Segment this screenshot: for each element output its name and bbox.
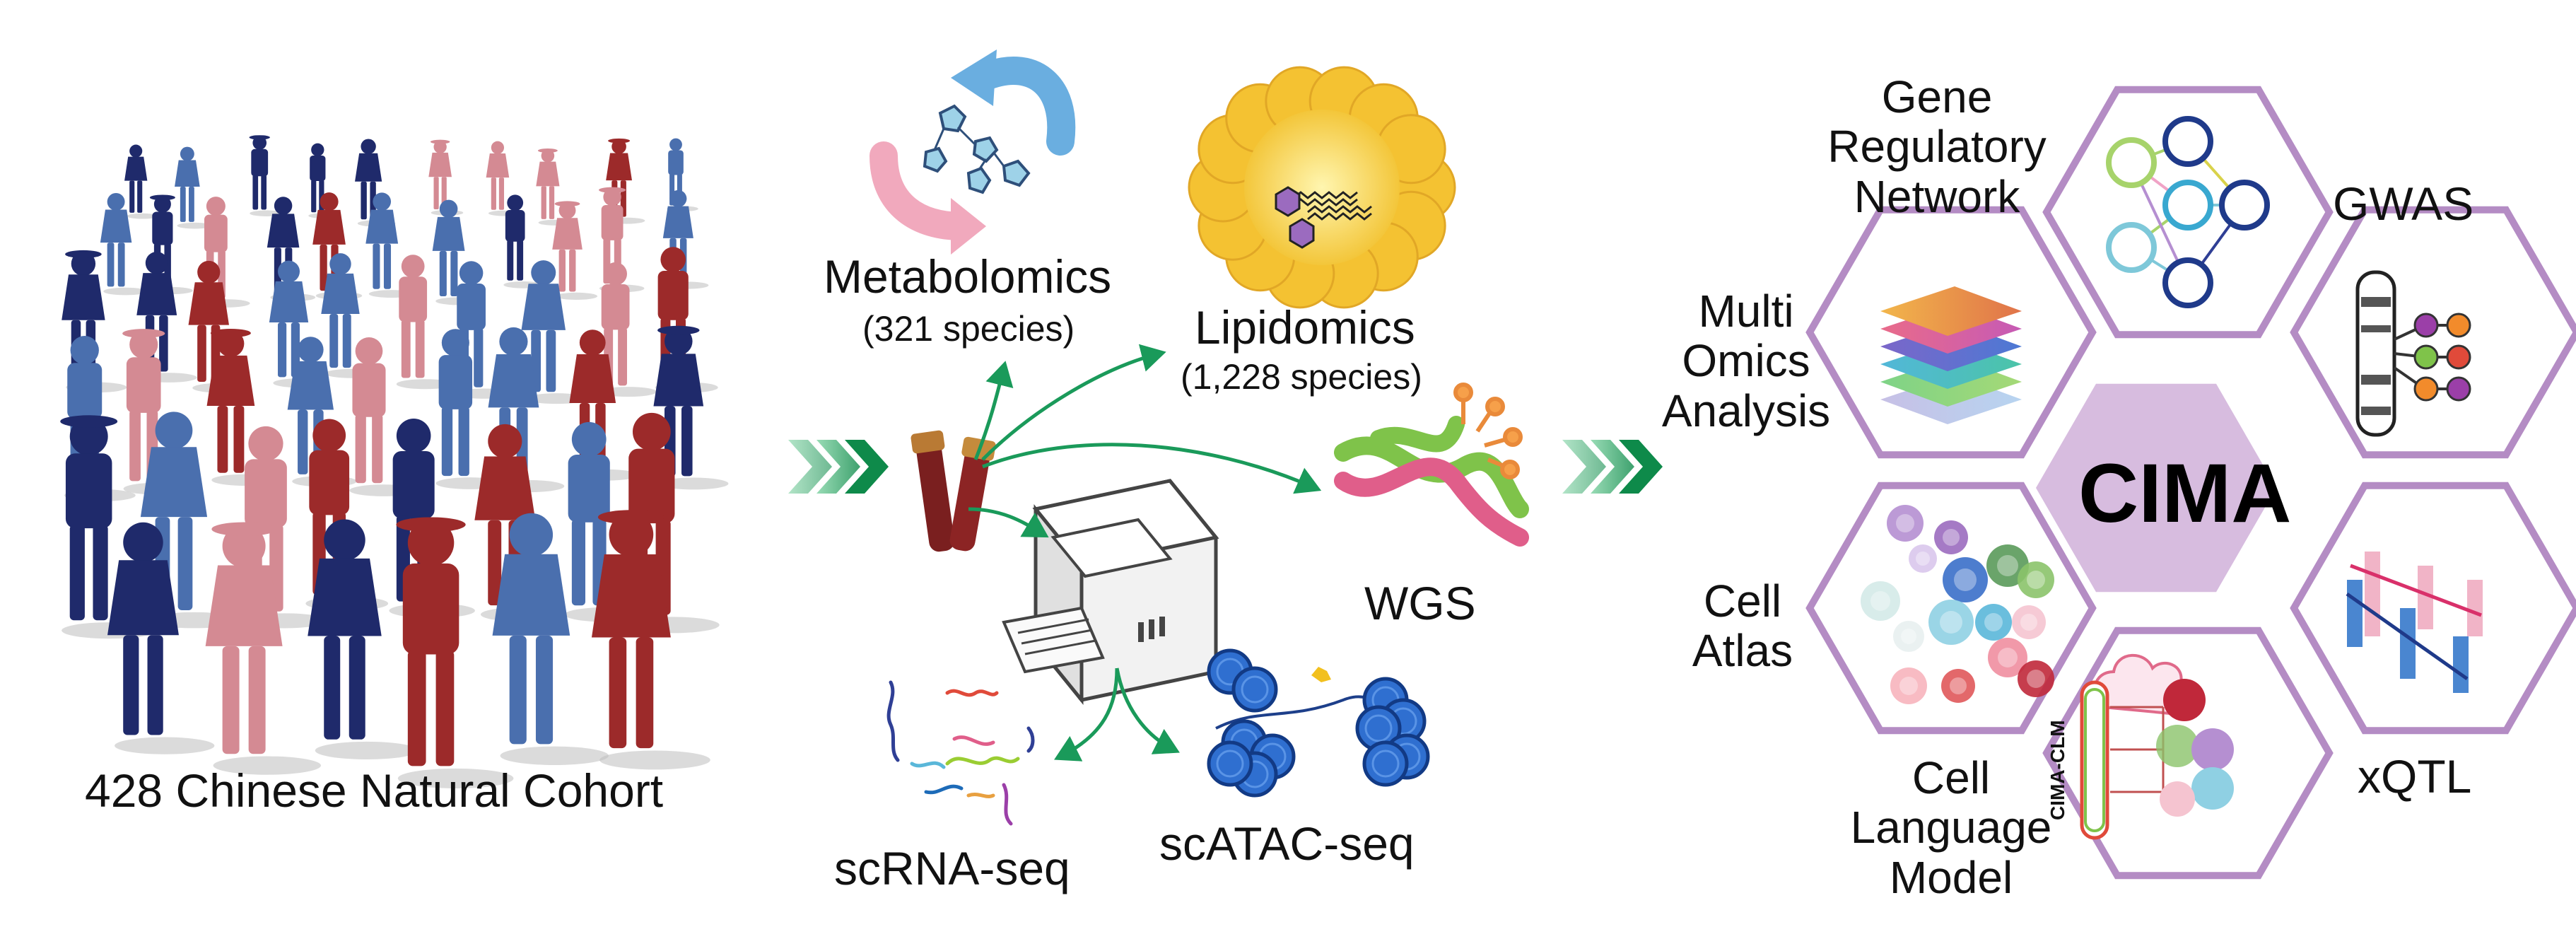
cell-blob — [2018, 660, 2054, 697]
cell-blob — [2018, 561, 2054, 598]
cohort-crowd-illustration — [60, 135, 729, 788]
xqtl-plot-icon — [2346, 552, 2483, 693]
person-figure — [653, 325, 729, 490]
chromosome-gwas-icon — [2355, 270, 2471, 437]
cell-atlas-label: Cell Atlas — [1692, 576, 1793, 677]
dna-helix-icon — [1334, 383, 1529, 547]
cohort-label: 428 Chinese Natural Cohort — [85, 764, 664, 817]
person-figure — [206, 329, 279, 486]
cell-language-model-icon — [2080, 653, 2234, 840]
sequencer-machine-icon — [1002, 479, 1219, 706]
lipidomics-count: (1,228 species) — [1181, 357, 1422, 397]
person-figure — [521, 260, 588, 404]
cell-blob — [2012, 605, 2046, 639]
person-figure — [62, 250, 127, 393]
gwas-label: GWAS — [2333, 177, 2474, 230]
person-figure — [124, 144, 159, 219]
person-figure — [175, 146, 213, 229]
metabolomics-icon — [870, 49, 1076, 255]
cell-blob — [1887, 505, 1924, 542]
lipidomics-icon — [1188, 66, 1456, 309]
person-figure — [308, 519, 418, 760]
person-figure — [662, 189, 709, 289]
gene-network-icon — [2106, 116, 2270, 308]
person-figure — [107, 522, 215, 754]
cell-blob — [1975, 604, 2012, 641]
metabolomics-count: (321 species) — [862, 309, 1075, 349]
flow-chevron-1 — [788, 440, 889, 494]
person-figure — [492, 513, 609, 765]
xqtl-label: xQTL — [2358, 750, 2472, 803]
flow-arrows — [968, 344, 1322, 762]
scatac-nucleosome-icon — [1207, 648, 1430, 798]
cima-center-label: CIMA — [2078, 447, 2292, 540]
blood-tubes-icon — [911, 430, 996, 552]
cell-blob — [1861, 581, 1900, 621]
person-figure — [591, 510, 710, 770]
cell-blob — [1893, 621, 1924, 652]
metabolomics-title: Metabolomics — [824, 250, 1112, 303]
cell-blob — [1928, 600, 1974, 645]
clm-tag: CIMA-CLM — [2047, 720, 2068, 820]
multi-omics-label: Multi Omics Analysis — [1661, 286, 1831, 436]
cell-blob — [1890, 667, 1927, 704]
scrna-transcripts-icon — [886, 680, 1035, 826]
flow-chevron-2 — [1562, 440, 1663, 494]
person-figure — [365, 192, 414, 298]
cell-blob — [1988, 638, 2027, 677]
omics-layers-icon — [1880, 286, 2022, 424]
cell-blob — [1934, 520, 1968, 554]
scrna-title: scRNA-seq — [834, 842, 1070, 894]
cell-blob — [1941, 669, 1975, 703]
person-figure — [486, 141, 521, 216]
cima-center-hexagon — [2036, 383, 2276, 593]
person-figure — [205, 522, 322, 775]
cell-atlas-icon — [1861, 505, 2054, 704]
scatac-title: scATAC-seq — [1159, 817, 1415, 870]
cell-blob — [1909, 544, 1937, 573]
lipidomics-title: Lipidomics — [1195, 301, 1415, 354]
person-figure — [100, 192, 148, 296]
person-figure — [552, 201, 598, 301]
grn-label: Gene Regulatory Network — [1827, 71, 2047, 222]
clm-label: Cell Language Model — [1850, 752, 2052, 903]
person-figure — [396, 255, 455, 390]
cell-blob — [1943, 557, 1988, 602]
person-figure — [396, 517, 514, 788]
hex-xqtl — [2290, 482, 2576, 735]
wgs-title: WGS — [1364, 577, 1476, 629]
person-figure — [308, 143, 341, 219]
